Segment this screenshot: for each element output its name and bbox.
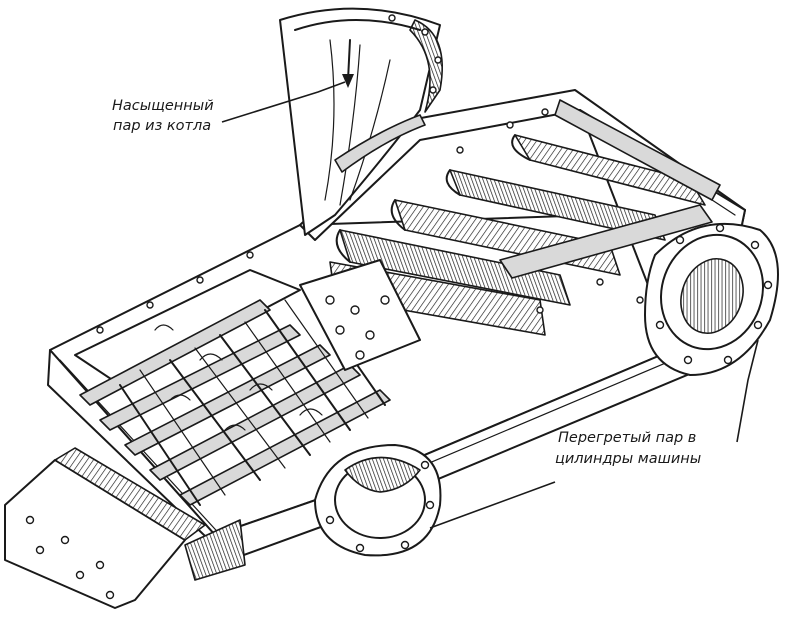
outlet-label-line-1: Перегретый пар в	[558, 430, 696, 446]
partition-grid	[74, 259, 421, 506]
outlet-label-line-2: цилиндры машины	[555, 451, 701, 467]
mounting-bracket	[4, 447, 246, 609]
inlet-funnel	[279, 7, 443, 236]
inlet-label-line-2: пар из котла	[113, 118, 211, 134]
outlet-leader-line-front	[429, 481, 556, 529]
housing-bolts	[96, 108, 644, 334]
inlet-leader-line	[221, 81, 346, 123]
outlet-leader-line-right	[736, 339, 759, 443]
outlet-flange-right	[644, 222, 779, 376]
inlet-label-line-1: Насыщенный	[112, 98, 214, 114]
outlet-flange-front	[314, 444, 442, 557]
tube-bundles	[329, 99, 721, 336]
